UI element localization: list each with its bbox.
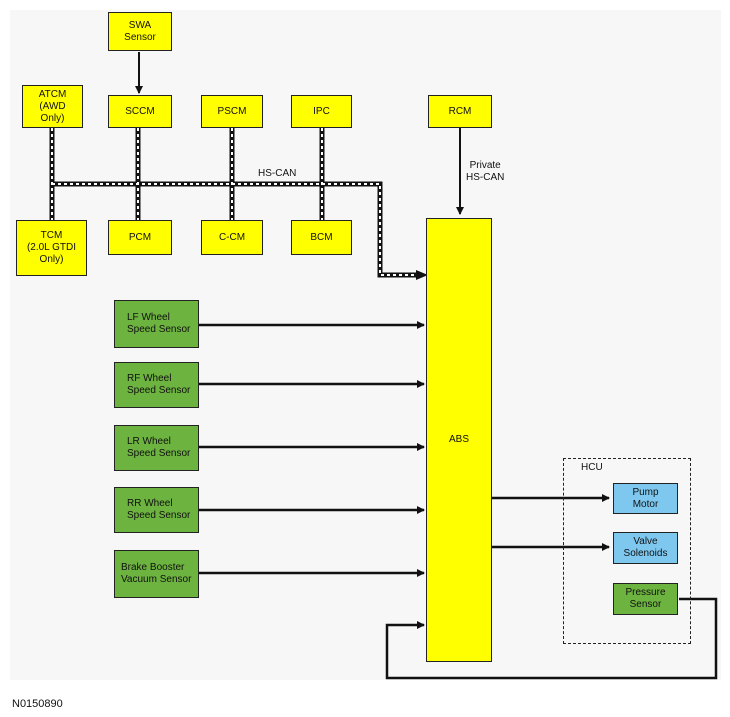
hs-can-label: HS-CAN <box>258 168 297 179</box>
ipc-box: IPC <box>291 95 352 128</box>
pressure-feedback-link <box>385 597 718 680</box>
ccm-box: C-CM <box>201 220 263 255</box>
pump-motor-box: Pump Motor <box>613 483 678 514</box>
rf-wheel-speed-sensor: RF Wheel Speed Sensor <box>114 362 199 408</box>
pscm-box: PSCM <box>201 95 263 128</box>
lr-wheel-speed-sensor: LR Wheel Speed Sensor <box>114 425 199 471</box>
hcu-label: HCU <box>581 462 603 473</box>
pcm-box: PCM <box>108 220 172 255</box>
figure-id: N0150890 <box>12 698 63 710</box>
swa-sensor-box: SWA Sensor <box>108 12 172 51</box>
atcm-box: ATCM (AWD Only) <box>22 85 83 128</box>
sccm-box: SCCM <box>108 95 172 128</box>
hcu-group <box>563 458 691 644</box>
valve-solenoids-box: Valve Solenoids <box>613 532 678 564</box>
pressure-sensor-box: Pressure Sensor <box>613 583 678 615</box>
bcm-box: BCM <box>291 220 352 255</box>
tcm-box: TCM (2.0L GTDI Only) <box>16 220 87 276</box>
lf-wheel-speed-sensor: LF Wheel Speed Sensor <box>114 300 199 348</box>
abs-module: ABS <box>426 218 492 662</box>
rcm-box: RCM <box>428 95 492 128</box>
hs-can-arrowhead <box>416 270 428 280</box>
hs-can-bus <box>49 128 428 280</box>
private-hs-can-label: Private HS-CAN <box>466 160 505 183</box>
rr-wheel-speed-sensor: RR Wheel Speed Sensor <box>114 487 199 533</box>
brake-booster-vacuum-sensor: Brake Booster Vacuum Sensor <box>114 550 199 598</box>
